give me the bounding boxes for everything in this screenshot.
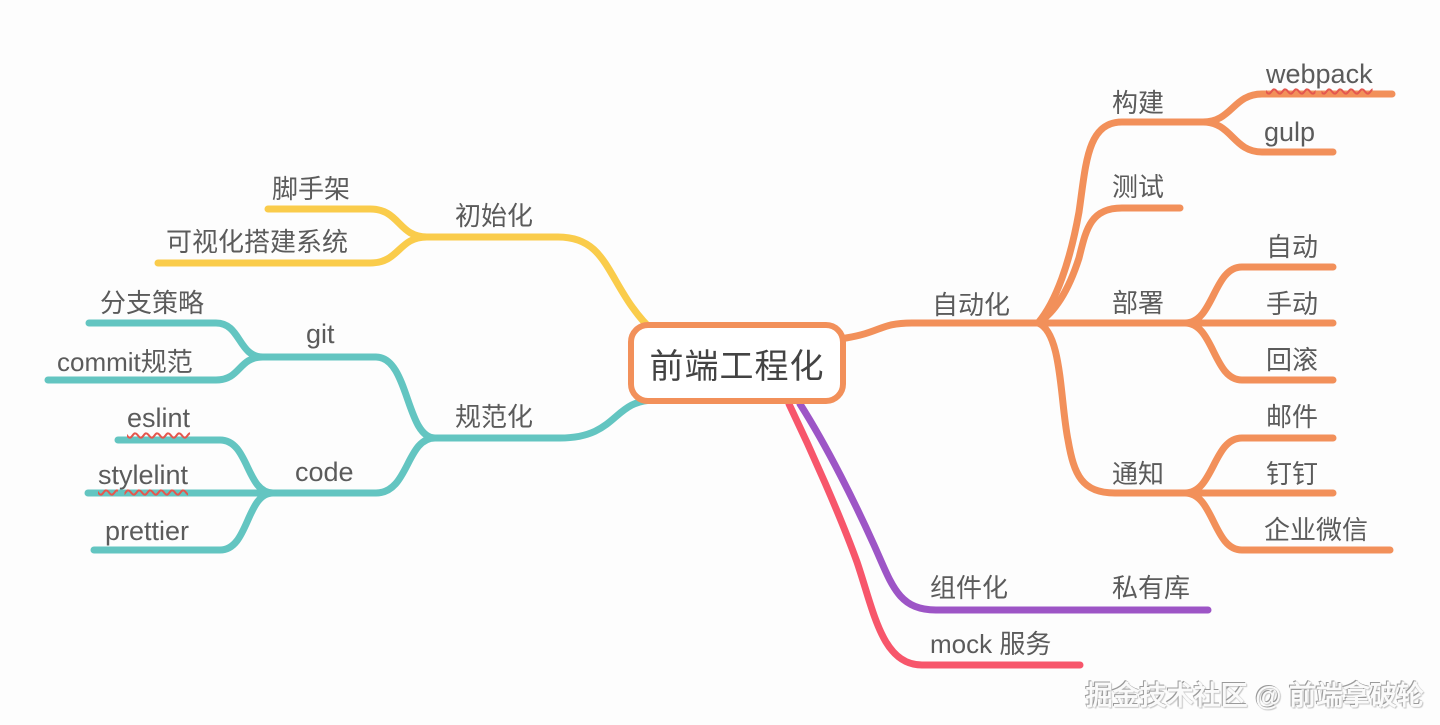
branch-lines-mock [785, 400, 1084, 669]
node-deploy[interactable]: 部署 [1112, 288, 1165, 318]
node-build[interactable]: 构建 [1112, 88, 1165, 118]
branch-lines-automation [842, 90, 1396, 554]
node-code[interactable]: code [295, 457, 354, 487]
node-notify-email[interactable]: 邮件 [1266, 402, 1319, 432]
node-webpack[interactable]: webpack [1266, 59, 1373, 89]
branch-lines-init [154, 205, 659, 337]
node-deploy-manual[interactable]: 手动 [1266, 289, 1319, 319]
node-visual-builder[interactable]: 可视化搭建系统 [166, 227, 349, 257]
node-eslint[interactable]: eslint [127, 403, 191, 433]
node-deploy-rollback[interactable]: 回滚 [1266, 345, 1319, 375]
root-node-label: 前端工程化 [649, 347, 825, 386]
watermark: 掘金技术社区 @ 前端拿破轮 [1085, 681, 1424, 711]
node-standardize[interactable]: 规范化 [455, 402, 534, 432]
node-mock-service[interactable]: mock 服务 [930, 629, 1052, 659]
root-node[interactable]: 前端工程化 [628, 322, 846, 404]
node-git[interactable]: git [306, 319, 335, 349]
node-branch-strategy[interactable]: 分支策略 [100, 288, 205, 318]
node-notify-wecom[interactable]: 企业微信 [1264, 515, 1369, 545]
node-deploy-auto[interactable]: 自动 [1266, 232, 1319, 262]
node-init[interactable]: 初始化 [455, 201, 534, 231]
node-gulp[interactable]: gulp [1264, 117, 1316, 147]
node-notify[interactable]: 通知 [1112, 459, 1165, 489]
node-scaffold[interactable]: 脚手架 [272, 174, 351, 204]
node-stylelint[interactable]: stylelint [98, 460, 189, 490]
node-automation[interactable]: 自动化 [932, 290, 1011, 320]
node-prettier[interactable]: prettier [105, 516, 190, 546]
node-private-repo[interactable]: 私有库 [1112, 573, 1191, 603]
node-commit-spec[interactable]: commit规范 [57, 347, 193, 377]
node-notify-dingtalk[interactable]: 钉钉 [1266, 459, 1319, 489]
branch-lines-componentize [796, 400, 1212, 614]
node-test[interactable]: 测试 [1112, 172, 1165, 202]
node-componentize[interactable]: 组件化 [930, 573, 1009, 603]
